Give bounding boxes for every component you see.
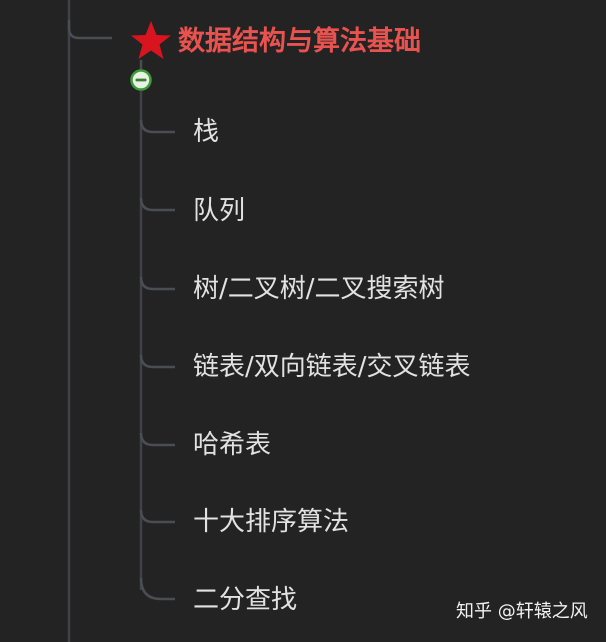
watermark: 知乎 @轩辕之风 xyxy=(456,601,588,622)
child-node[interactable]: 栈 xyxy=(193,117,220,147)
red-star-icon xyxy=(131,21,171,59)
child-node[interactable]: 树/二叉树/二叉搜索树 xyxy=(193,274,445,304)
minus-circle-icon[interactable] xyxy=(130,69,152,91)
child-node[interactable]: 十大排序算法 xyxy=(193,507,350,537)
child-node[interactable]: 二分查找 xyxy=(193,585,298,615)
child-node[interactable]: 队列 xyxy=(193,196,246,226)
child-node[interactable]: 哈希表 xyxy=(193,430,272,460)
child-node[interactable]: 链表/双向链表/交叉链表 xyxy=(193,352,471,382)
root-node-title[interactable]: 数据结构与算法基础 xyxy=(178,26,421,57)
